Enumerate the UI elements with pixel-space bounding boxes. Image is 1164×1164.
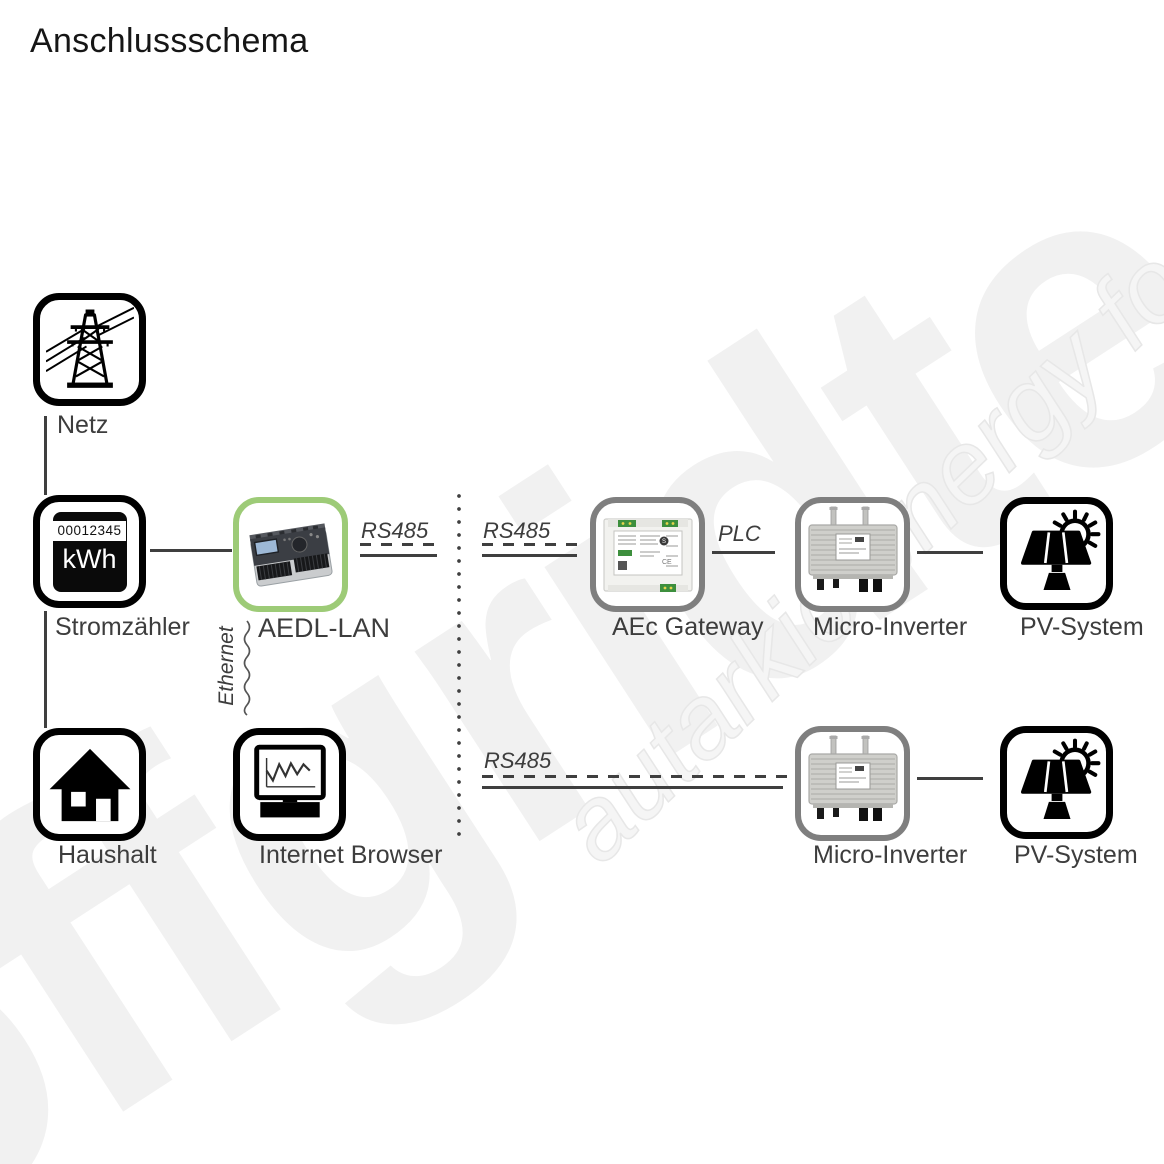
- line-inverter-pv-2: [917, 777, 983, 780]
- rs485-solid-line-2: [482, 554, 577, 557]
- rs485-label-1: RS485: [361, 518, 429, 543]
- pv-system-icon: [1020, 509, 1100, 590]
- pv-system-icon: [1020, 738, 1100, 819]
- haushalt-node: [33, 728, 146, 841]
- page-title: Anschlussschema: [30, 22, 309, 60]
- ethernet-label: Ethernet: [215, 626, 238, 706]
- aec-gateway-node: S CE: [590, 497, 705, 612]
- aedl-lan-device-icon: [248, 522, 333, 587]
- line-stromzaehler-haushalt: [44, 611, 47, 728]
- line-inverter-pv-1: [917, 551, 983, 554]
- rs485-label-2: RS485: [483, 518, 551, 543]
- ethernet-squiggle-line: [243, 620, 251, 716]
- svg-text:CE: CE: [662, 559, 672, 566]
- micro-inverter-label-2: Micro-Inverter: [813, 841, 968, 869]
- haushalt-label: Haushalt: [58, 841, 157, 869]
- rs485-dashed-line-2: [482, 543, 579, 546]
- internet-browser-label: Internet Browser: [259, 841, 443, 869]
- aedl-lan-node: [233, 497, 348, 612]
- plc-line: [712, 551, 775, 554]
- micro-inverter-node-1: [795, 497, 910, 612]
- netz-label: Netz: [57, 411, 109, 439]
- pv-system-label-1: PV-System: [1020, 613, 1144, 641]
- aedl-lan-label: AEDL-LAN: [258, 613, 391, 643]
- meter-reading: 00012345: [53, 520, 126, 541]
- pv-system-node-2: [1000, 726, 1113, 839]
- monitor-icon: [253, 744, 326, 817]
- rs485-dashed-line-1: [360, 543, 440, 546]
- rs485-label-3: RS485: [484, 748, 552, 773]
- rs485-solid-line-1: [360, 554, 437, 557]
- plc-label: PLC: [718, 521, 761, 546]
- micro-inverter-device-icon: [807, 506, 898, 592]
- meter-unit: kWh: [62, 543, 117, 574]
- micro-inverter-label-1: Micro-Inverter: [813, 613, 968, 641]
- rs485-dashed-line-3: [482, 775, 787, 778]
- stromzaehler-label: Stromzähler: [55, 613, 190, 641]
- rs485-solid-line-3: [482, 786, 783, 789]
- line-netz-stromzaehler: [44, 416, 47, 495]
- house-icon: [49, 748, 130, 821]
- micro-inverter-device-icon: [807, 735, 898, 821]
- netz-node: [33, 293, 146, 406]
- electricity-meter-icon: 00012345 kWh: [52, 511, 127, 592]
- power-grid-icon: [45, 306, 134, 388]
- pv-system-node-1: [1000, 497, 1113, 610]
- aec-gateway-label: AEc Gateway: [612, 613, 764, 641]
- aec-gateway-device-icon: S CE: [602, 517, 693, 592]
- pv-system-label-2: PV-System: [1014, 841, 1138, 869]
- line-stromzaehler-aedl: [150, 549, 232, 552]
- micro-inverter-node-2: [795, 726, 910, 841]
- stromzaehler-node: 00012345 kWh: [33, 495, 146, 608]
- dotted-separator-line: [457, 494, 461, 841]
- internet-browser-node: [233, 728, 346, 841]
- svg-text:S: S: [661, 539, 665, 545]
